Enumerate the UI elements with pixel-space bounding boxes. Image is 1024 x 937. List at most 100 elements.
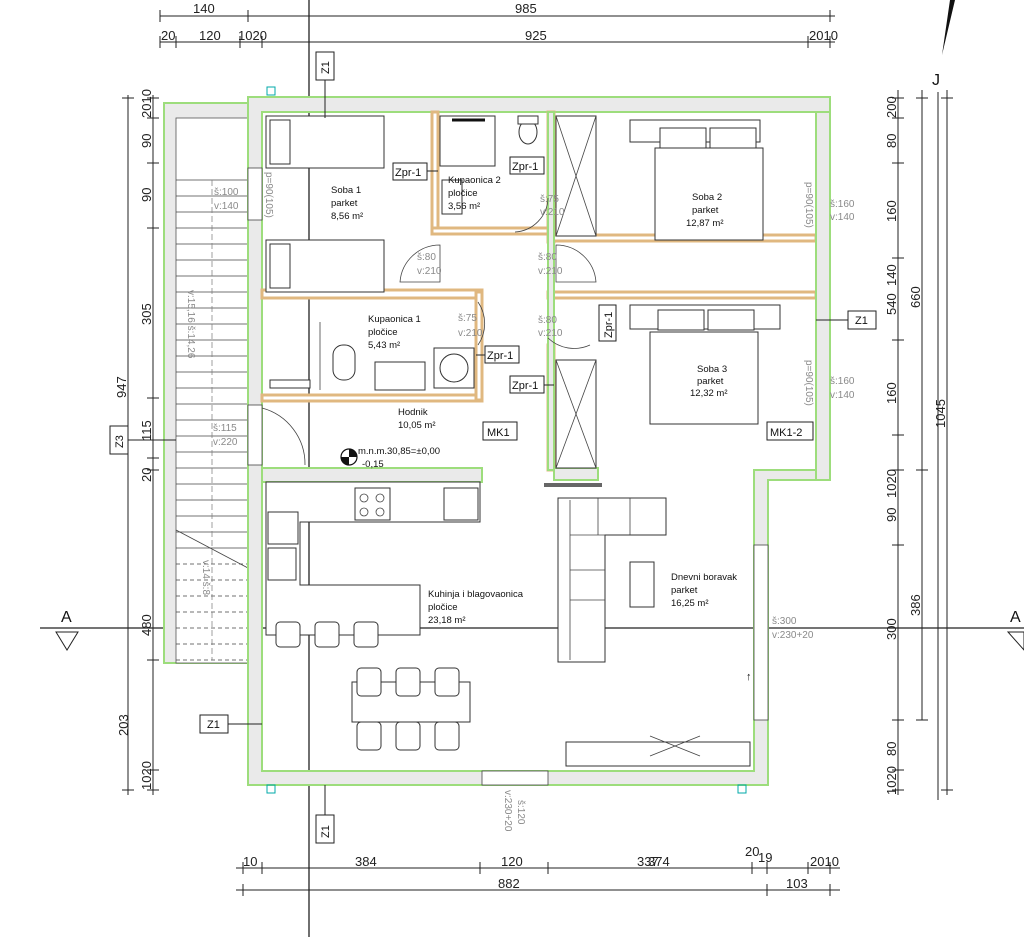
d-entry-v: v:220 [213, 437, 238, 448]
w-living-v: v:230+20 [772, 630, 814, 641]
d-soba1-s: š:80 [417, 252, 436, 263]
dim-top-20: 20 [161, 28, 175, 43]
level-text-2: -0,15 [362, 459, 384, 470]
d-soba2-v: v:210 [538, 266, 563, 277]
w-soba3-s: š:160 [830, 376, 855, 387]
dim-right-160b: 160 [884, 382, 899, 404]
dim-bottom-374: 374 [648, 854, 670, 869]
dim-right-300: 300 [884, 618, 899, 640]
room-kuhinja-area: 23,18 m² [428, 615, 466, 626]
w-soba1-s: š:100 [214, 187, 239, 198]
dim-left-1020: 1020 [139, 761, 154, 790]
room-soba2-area: 12,87 m² [686, 218, 724, 229]
d-kup2-s: š:75 [540, 194, 559, 205]
dim-left-203: 203 [116, 714, 131, 736]
dim-left-20: 20 [139, 468, 154, 482]
room-labels: Soba 1 parket 8,56 m² Kupaonica 2 pločic… [331, 175, 737, 626]
dim-right-540: 540 [884, 293, 899, 315]
dim-right-1020b: 1020 [884, 766, 899, 795]
dim-bottom-19: 19 [758, 850, 772, 865]
room-dnevni-area: 16,25 m² [671, 598, 709, 609]
dim-right-200: 200 [884, 96, 899, 118]
room-kup1-name: Kupaonica 1 [368, 314, 421, 325]
room-dnevni-floor: parket [671, 585, 698, 596]
w-soba2-v: v:140 [830, 212, 855, 223]
d-soba3-s: š:80 [538, 315, 557, 326]
dim-right-1045: 1045 [933, 399, 948, 428]
staircase: v:15,16 š:14,26 v:14 š:8 [163, 102, 249, 664]
element-tags: Z1 Z1 Z3 Z1 Z1 Zpr-1 Zpr-1 Zpr-1 Zpr-1 Z… [109, 51, 877, 844]
w-soba3-v: v:140 [830, 390, 855, 401]
room-kup1-area: 5,43 m² [368, 340, 400, 351]
dim-bottom-120: 120 [501, 854, 523, 869]
dim-left-305: 305 [139, 303, 154, 325]
room-soba2-floor: parket [692, 205, 719, 216]
dim-right-90: 90 [884, 508, 899, 522]
w-bottom-s: š:120 [515, 800, 526, 825]
room-soba2-name: Soba 2 [692, 192, 722, 203]
dim-top-2010: 2010 [809, 28, 838, 43]
dim-right-160a: 160 [884, 200, 899, 222]
sill-soba3: p=90(105) [803, 360, 814, 406]
dim-bottom-384: 384 [355, 854, 377, 869]
d-soba3-v: v:210 [538, 328, 563, 339]
dim-bottom-337: 337 [637, 854, 659, 869]
dim-top-925: 925 [525, 28, 547, 43]
right-dimensions: 200 80 160 140 540 160 1020 90 300 80 10… [884, 90, 953, 795]
axis-label-j: J [932, 72, 940, 89]
dim-right-1020a: 1020 [884, 469, 899, 498]
tag-z1-top: Z1 [320, 61, 332, 74]
dim-top-1020: 1020 [238, 28, 267, 43]
dim-left-90b: 90 [139, 188, 154, 202]
dim-left-90a: 90 [139, 134, 154, 148]
d-kup2-v: v:210 [540, 207, 565, 218]
level-text-1: m.n.m.30,85=±0,00 [358, 446, 440, 457]
dim-left-480: 480 [139, 614, 154, 636]
dim-bottom-20: 20 [745, 844, 759, 859]
d-entry-s: š:115 [213, 423, 237, 434]
dim-left-115: 115 [139, 420, 154, 441]
room-soba3-floor: parket [697, 376, 724, 387]
room-kup2-name: Kupaonica 2 [448, 175, 501, 186]
dim-right-660: 660 [908, 286, 923, 308]
sill-soba2: p=90(105) [803, 182, 814, 228]
top-dimensions: 140 985 20 120 1020 925 2010 [159, 1, 838, 48]
dim-right-386: 386 [908, 594, 923, 616]
dim-bottom-10: 10 [243, 854, 257, 869]
tag-z3: Z3 [114, 435, 126, 448]
room-soba3-area: 12,32 m² [690, 388, 728, 399]
d-soba2-s: š:80 [538, 252, 557, 263]
room-dnevni-name: Dnevni boravak [671, 572, 737, 583]
d-soba1-v: v:210 [417, 266, 442, 277]
opening-labels: š:100 v:140 p=90(105) š:160 v:140 p=90(1… [213, 172, 855, 832]
furniture: ↑ [261, 115, 781, 767]
section-arrow-left-icon [55, 631, 79, 651]
section-label-left: A [61, 609, 72, 626]
tag-zpr1-c: Zpr-1 [487, 350, 513, 362]
tag-zpr1-d: Zpr-1 [512, 380, 538, 392]
dim-right-80b: 80 [884, 742, 899, 756]
d-kup1-s: š:75 [458, 313, 477, 324]
arrow-up-icon: ↑ [746, 671, 752, 683]
bottom-dimensions: 10 384 120 337 374 20 19 2010 882 103 [236, 844, 840, 896]
sill-soba1: p=90(105) [263, 172, 274, 218]
dim-bottom-882: 882 [498, 876, 520, 891]
room-soba3-name: Soba 3 [697, 364, 727, 375]
tag-zpr1-e: Zpr-1 [603, 312, 615, 338]
north-arrow-icon [942, 0, 955, 55]
dim-right-80a: 80 [884, 134, 899, 148]
dim-bottom-103: 103 [786, 876, 808, 891]
dim-bottom-2010: 2010 [810, 854, 839, 869]
tag-z1-bottom: Z1 [320, 825, 332, 838]
room-hodnik-name: Hodnik [398, 407, 428, 418]
stair-note-1: v:15,16 š:14,26 [185, 290, 196, 359]
tag-mk1: MK1 [487, 427, 510, 439]
room-soba1-name: Soba 1 [331, 185, 361, 196]
tag-z1-left: Z1 [207, 719, 220, 731]
section-label-right: A [1010, 609, 1021, 626]
d-kup1-v: v:210 [458, 328, 483, 339]
dim-right-140: 140 [884, 264, 899, 286]
dim-left-2010: 2010 [139, 89, 154, 118]
room-soba1-area: 8,56 m² [331, 211, 363, 222]
